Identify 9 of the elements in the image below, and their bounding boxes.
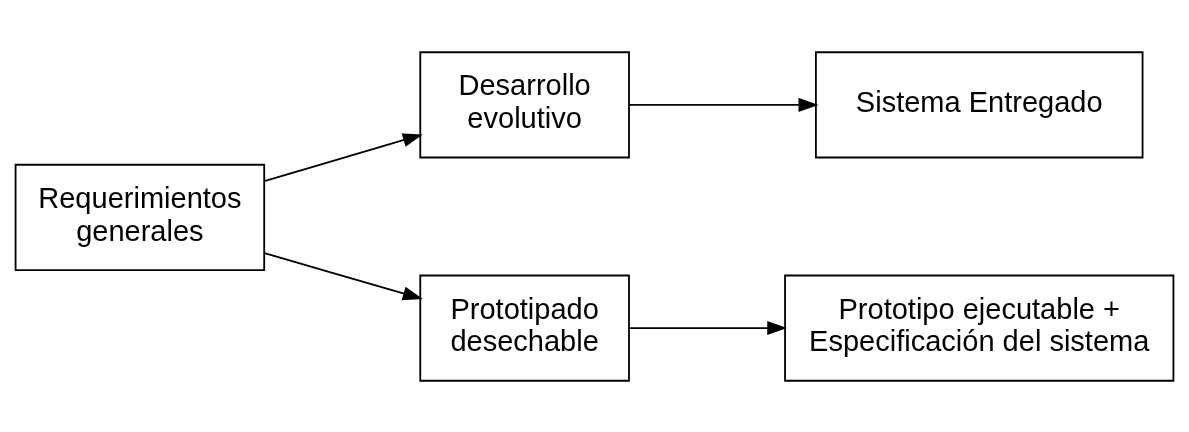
arrow xyxy=(263,251,423,300)
arrow xyxy=(263,132,423,182)
node-box: Sistema Entregado xyxy=(815,50,1144,158)
node-box: Prototipado desechable xyxy=(419,274,630,382)
arrow xyxy=(628,320,788,335)
node-box: Requerimientos generales xyxy=(14,163,266,271)
node-box: Prototipo ejecutable + Especificación del sistema xyxy=(784,274,1175,382)
arrow xyxy=(628,97,819,112)
node-box: Desarrollo evolutivo xyxy=(419,50,630,158)
